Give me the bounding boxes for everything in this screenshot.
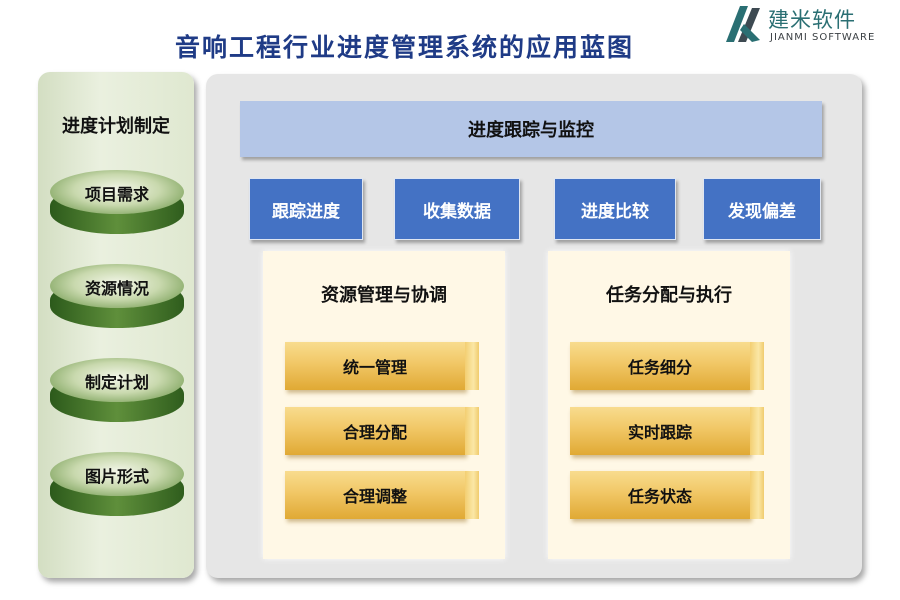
card-task: 任务分配与执行 任务细分 实时跟踪 任务状态 bbox=[548, 251, 790, 559]
step-box: 进度比较 bbox=[554, 178, 676, 240]
card-title: 资源管理与协调 bbox=[321, 285, 447, 306]
gold-bar-label: 合理调整 bbox=[285, 471, 465, 519]
gold-bar-label: 任务细分 bbox=[570, 342, 750, 390]
card-resource: 资源管理与协调 统一管理 合理分配 合理调整 bbox=[263, 251, 505, 559]
left-panel-title: 进度计划制定 bbox=[62, 116, 170, 137]
header-bar: 进度跟踪与监控 bbox=[240, 101, 822, 157]
disc-item: 项目需求 bbox=[50, 170, 184, 236]
disc-label: 项目需求 bbox=[84, 185, 149, 204]
gold-bar: 统一管理 bbox=[285, 342, 481, 394]
page-title: 音响工程行业进度管理系统的应用蓝图 bbox=[175, 33, 635, 62]
disc-item: 资源情况 bbox=[50, 264, 184, 330]
gold-bar: 任务细分 bbox=[570, 342, 766, 394]
disc-label: 制定计划 bbox=[84, 373, 149, 392]
left-panel: 进度计划制定 项目需求 资源情况 制定计划 图片形式 bbox=[38, 72, 194, 578]
gold-bar: 任务状态 bbox=[570, 471, 766, 523]
gold-bar-label: 实时跟踪 bbox=[570, 407, 750, 455]
gold-bar: 实时跟踪 bbox=[570, 407, 766, 459]
gold-bar-label: 任务状态 bbox=[570, 471, 750, 519]
gold-bar: 合理调整 bbox=[285, 471, 481, 523]
disc-label: 图片形式 bbox=[84, 467, 149, 486]
step-box: 收集数据 bbox=[394, 178, 520, 240]
gold-bar: 合理分配 bbox=[285, 407, 481, 459]
gold-bar-label: 合理分配 bbox=[285, 407, 465, 455]
disc-label: 资源情况 bbox=[84, 279, 149, 298]
step-box: 发现偏差 bbox=[703, 178, 821, 240]
disc-item: 图片形式 bbox=[50, 452, 184, 518]
gold-bar-label: 统一管理 bbox=[285, 342, 465, 390]
step-box: 跟踪进度 bbox=[249, 178, 363, 240]
card-title: 任务分配与执行 bbox=[606, 285, 732, 306]
logo-subtitle: JIANMI SOFTWARE bbox=[770, 32, 876, 43]
brand-logo: 建米软件 JIANMI SOFTWARE bbox=[722, 2, 900, 46]
jianmi-logo-icon bbox=[726, 6, 760, 42]
logo-name: 建米软件 bbox=[768, 8, 856, 32]
disc-item: 制定计划 bbox=[50, 358, 184, 424]
